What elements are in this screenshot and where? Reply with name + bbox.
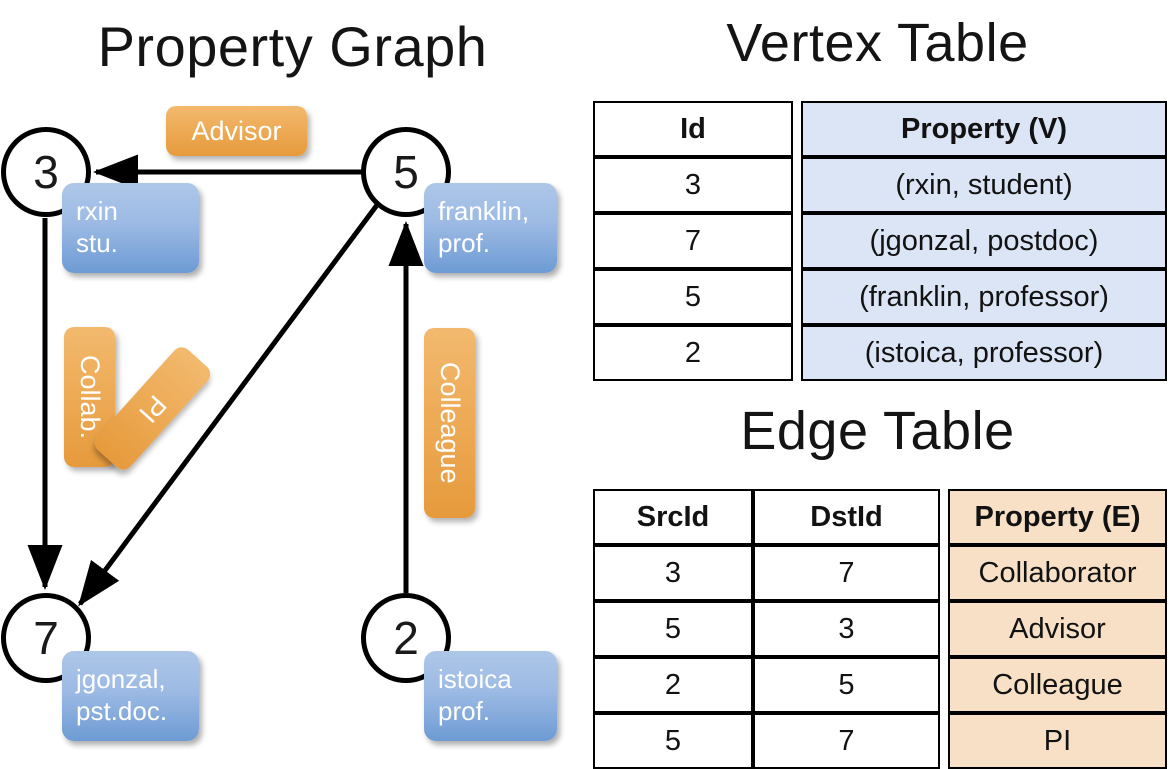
edge-label-pi-text: PI [133, 389, 173, 429]
vertex-table-col-id: Id [593, 101, 793, 157]
edge-row-0-src: 3 [593, 545, 753, 601]
edge-5-to-7 [77, 203, 380, 607]
graph-node-7-label: 7 [33, 612, 59, 664]
vertex-row-1-gap [793, 213, 801, 269]
vertex-property-box-5-line1: franklin, [438, 196, 530, 227]
edge-label-collab-text: Collab. [75, 354, 105, 440]
page-title-vertex-table: Vertex Table [726, 13, 1029, 73]
edge-label-colleague[interactable]: Colleague [424, 328, 475, 518]
vertex-property-box-3-line1: rxin [76, 196, 118, 227]
edge-table-column-gap [940, 489, 948, 545]
vertex-property-box-7[interactable]: jgonzal, pst.doc. [62, 651, 199, 741]
vertex-row-0-gap [793, 157, 801, 213]
graph-node-5[interactable]: 5 [361, 127, 451, 217]
table-row[interactable]: 5 3 Advisor [593, 601, 1167, 657]
vertex-row-3-property: (istoica, professor) [801, 325, 1167, 381]
vertex-row-2-property: (franklin, professor) [801, 269, 1167, 325]
edge-row-0-gap [940, 545, 948, 601]
edge-row-3-src: 5 [593, 713, 753, 769]
vertex-property-box-5[interactable]: franklin, prof. [424, 183, 557, 273]
page-title-edge-table: Edge Table [740, 401, 1015, 461]
edge-table: SrcId DstId Property (E) 3 7 Collaborato… [593, 489, 1167, 769]
edge-row-1-property: Advisor [948, 601, 1167, 657]
vertex-property-box-7-line1: jgonzal, [76, 664, 166, 695]
vertex-property-box-5-line2: prof. [438, 228, 491, 258]
vertex-row-2-id: 5 [593, 269, 793, 325]
graph-node-5-label: 5 [393, 146, 419, 198]
vertex-property-box-3-line2: stu. [76, 228, 118, 258]
graph-node-3-label: 3 [33, 146, 59, 198]
edge-row-2-dst: 5 [753, 657, 940, 713]
edge-row-1-dst: 3 [753, 601, 940, 657]
edge-row-0-dst: 7 [753, 545, 940, 601]
vertex-property-box-3[interactable]: rxin stu. [62, 183, 199, 273]
table-row[interactable]: 2 5 Colleague [593, 657, 1167, 713]
edge-row-2-src: 2 [593, 657, 753, 713]
table-row[interactable]: 7 (jgonzal, postdoc) [593, 213, 1167, 269]
table-row[interactable]: 3 7 Collaborator [593, 545, 1167, 601]
vertex-property-box-2-line1: istoica [438, 664, 512, 695]
edge-label-advisor-text: Advisor [191, 115, 282, 146]
vertex-row-3-id: 2 [593, 325, 793, 381]
edge-row-1-gap [940, 601, 948, 657]
vertex-property-box-7-line2: pst.doc. [76, 696, 168, 726]
property-graph-canvas: 3 5 7 2 rxin stu. franklin, prof. jgonza… [0, 90, 585, 760]
vertex-row-3-gap [793, 325, 801, 381]
graph-edges [27, 154, 424, 607]
edge-label-colleague-text: Colleague [435, 362, 465, 484]
vertex-table-col-property: Property (V) [801, 101, 1167, 157]
edge-table-col-dstid: DstId [753, 489, 940, 545]
table-row[interactable]: 2 (istoica, professor) [593, 325, 1167, 381]
edge-table-col-srcid: SrcId [593, 489, 753, 545]
vertex-property-box-2[interactable]: istoica prof. [424, 651, 557, 741]
edge-row-3-dst: 7 [753, 713, 940, 769]
graph-node-3[interactable]: 3 [1, 127, 91, 217]
edge-row-2-property: Colleague [948, 657, 1167, 713]
table-row[interactable]: 5 (franklin, professor) [593, 269, 1167, 325]
vertex-row-1-id: 7 [593, 213, 793, 269]
vertex-table-header-row: Id Property (V) [593, 101, 1167, 157]
vertex-row-0-property: (rxin, student) [801, 157, 1167, 213]
edge-row-3-gap [940, 713, 948, 769]
table-row[interactable]: 5 7 PI [593, 713, 1167, 769]
graph-node-2-label: 2 [393, 612, 419, 664]
edge-label-collab[interactable]: Collab. [64, 327, 115, 467]
vertex-table: Id Property (V) 3 (rxin, student) 7 (jgo… [593, 101, 1167, 381]
vertex-property-box-2-line2: prof. [438, 696, 491, 726]
vertex-table-column-gap [793, 101, 801, 157]
vertex-row-1-property: (jgonzal, postdoc) [801, 213, 1167, 269]
table-row[interactable]: 3 (rxin, student) [593, 157, 1167, 213]
edge-table-header-row: SrcId DstId Property (E) [593, 489, 1167, 545]
edge-row-3-property: PI [948, 713, 1167, 769]
edge-table-col-property: Property (E) [948, 489, 1167, 545]
page-title-property-graph: Property Graph [97, 15, 488, 78]
edge-label-advisor[interactable]: Advisor [166, 106, 307, 156]
edge-row-2-gap [940, 657, 948, 713]
vertex-row-0-id: 3 [593, 157, 793, 213]
vertex-row-2-gap [793, 269, 801, 325]
edge-row-1-src: 5 [593, 601, 753, 657]
edge-row-0-property: Collaborator [948, 545, 1167, 601]
